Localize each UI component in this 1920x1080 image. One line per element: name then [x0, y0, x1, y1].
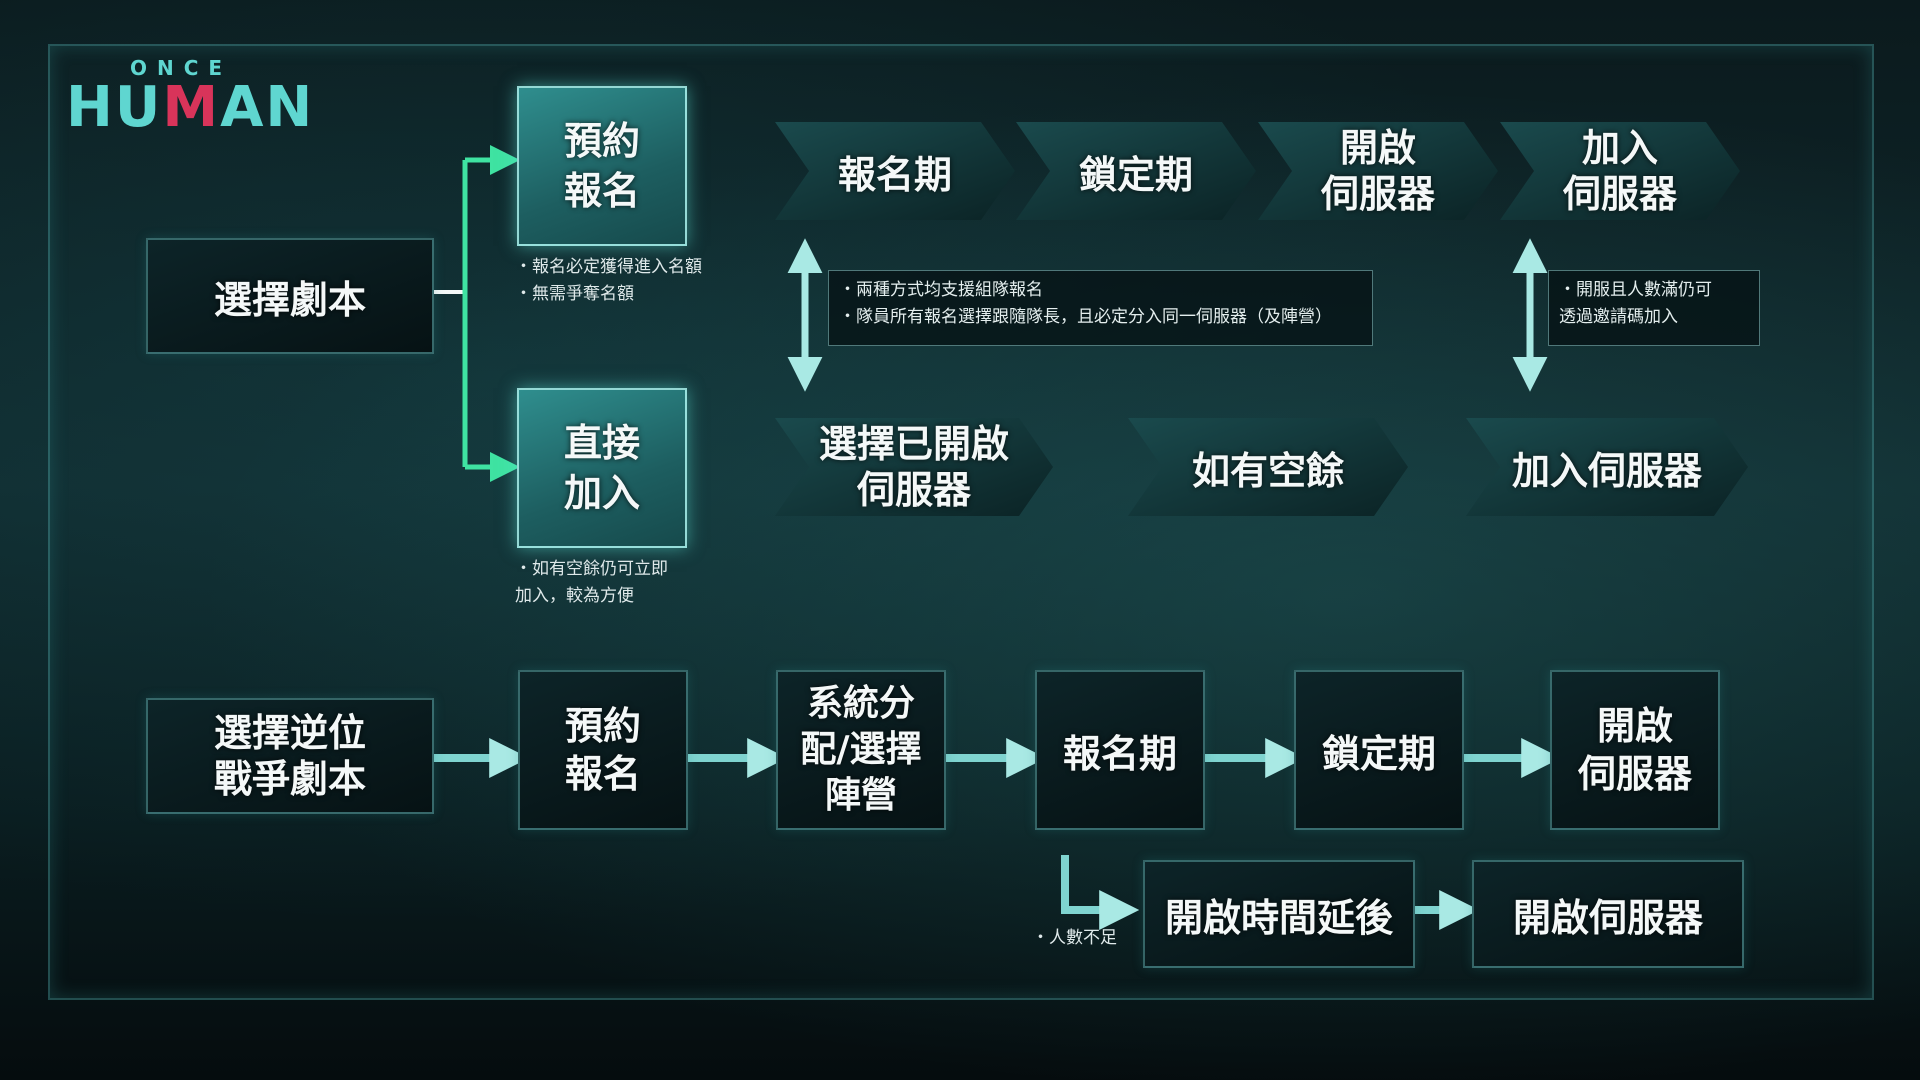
insufficient-players-note: ・人數不足: [1032, 928, 1117, 948]
logo-human-part1: HU: [66, 75, 163, 140]
team-signup-note: ・兩種方式均支援組隊報名 ・隊員所有報名選擇跟隨隊長，且必定分入同一伺服器（及陣…: [828, 270, 1373, 346]
bottom-reserve-signup-box: 預約 報名: [518, 670, 688, 830]
bottom-open-server-box: 開啟 伺服器: [1550, 670, 1720, 830]
bottom-signup-period-box: 報名期: [1035, 670, 1205, 830]
step-lock-period: 鎖定期: [1016, 122, 1256, 220]
step-join-server: 加入 伺服器: [1500, 122, 1740, 220]
branch-arrow: [430, 145, 520, 482]
choose-script-box: 選擇劇本: [146, 238, 434, 354]
step-if-available: 如有空餘: [1128, 418, 1408, 516]
logo-human-part2: AN: [220, 75, 315, 140]
reserve-signup-box: 預約 報名: [517, 86, 687, 246]
invite-code-note: ・開服且人數滿仍可 透過邀請碼加入: [1548, 270, 1760, 346]
arrow-delay-branch: [1061, 855, 1140, 930]
delay-opening-box: 開啟時間延後: [1143, 860, 1415, 968]
bottom-lock-period-box: 鎖定期: [1294, 670, 1464, 830]
direct-join-box: 直接 加入: [517, 388, 687, 548]
once-human-logo: ONCE HUMAN: [66, 56, 312, 136]
step-signup-period: 報名期: [775, 122, 1015, 220]
choose-reverse-war-script-box: 選擇逆位 戰爭劇本: [146, 698, 434, 814]
logo-once-text: ONCE: [129, 56, 233, 80]
step-join-server-direct: 加入伺服器: [1466, 418, 1748, 516]
system-assign-faction-box: 系統分 配/選擇 陣營: [776, 670, 946, 830]
reserve-note: ・報名必定獲得進入名額 ・無需爭奪名額: [515, 257, 702, 304]
diagram-frame: [48, 44, 1874, 1000]
step-open-server: 開啟 伺服器: [1258, 122, 1498, 220]
logo-human-text: HUMAN: [66, 80, 312, 136]
final-open-server-box: 開啟伺服器: [1472, 860, 1744, 968]
direct-note: ・如有空餘仍可立即 加入，較為方便: [515, 559, 668, 606]
step-choose-open-server: 選擇已開啟 伺服器: [775, 418, 1053, 516]
logo-human-m: M: [162, 75, 221, 140]
